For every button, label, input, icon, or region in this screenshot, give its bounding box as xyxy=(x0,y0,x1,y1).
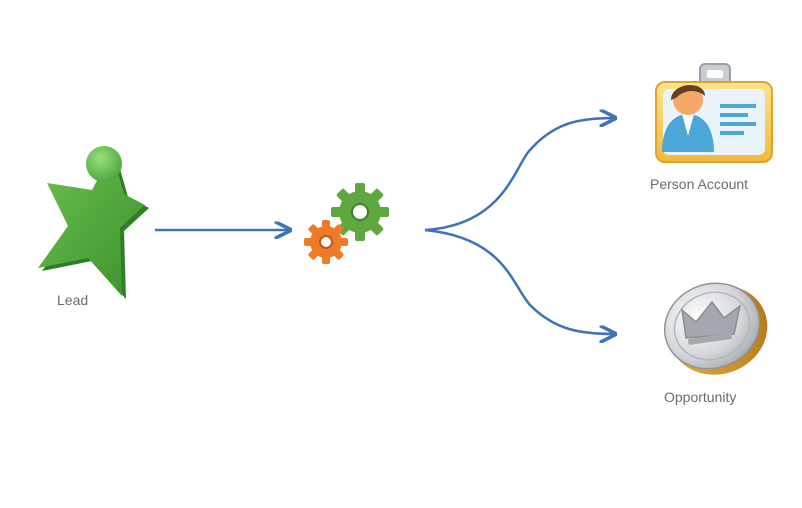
arrow-process-to-person-account xyxy=(424,118,615,232)
gears-icon xyxy=(304,183,389,264)
opportunity-label: Opportunity xyxy=(664,389,737,405)
person-account-label: Person Account xyxy=(650,176,749,192)
lead-label: Lead xyxy=(57,292,89,308)
coin-crown-icon xyxy=(663,282,768,375)
arrow-process-to-opportunity xyxy=(424,228,615,334)
lead-star-person-icon xyxy=(38,146,149,299)
contact-card-icon xyxy=(655,63,773,163)
